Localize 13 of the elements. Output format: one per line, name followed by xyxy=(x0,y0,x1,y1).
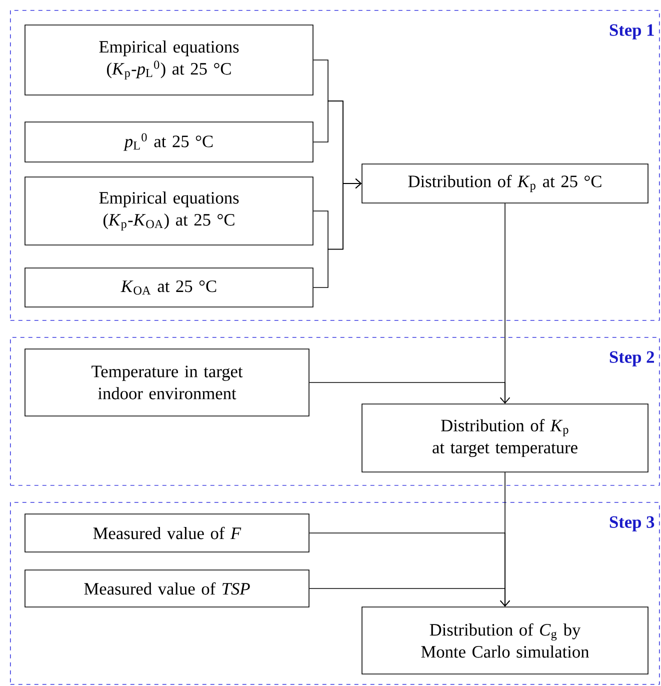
process-box: Measured value of TSP xyxy=(24,570,310,608)
process-box: Empirical equations (K$_{p}$-p$_{L}$$^{0}$) at 25 °C xyxy=(24,24,314,96)
process-box: Temperature in target indoor environment xyxy=(24,348,310,416)
process-box: Distribution of K$_{p}$ at target temperature xyxy=(362,404,648,472)
process-box: Measured value of F xyxy=(24,514,310,552)
process-box: Distribution of K$_{p}$ at 25 °C xyxy=(362,164,648,204)
process-box: Distribution of C$_{g}$ by Monte Carlo simulation xyxy=(362,606,648,674)
process-box: K$_{OA}$ at 25 °C xyxy=(24,268,314,308)
connector-arrow xyxy=(309,382,510,404)
connector-arrow xyxy=(313,178,362,288)
connector-arrow xyxy=(309,588,510,607)
process-box: p$_{L}$$^{0}$ at 25 °C xyxy=(24,122,314,162)
process-box: Empirical equations (K$_{p}$-K$_{OA}$) at 25 °C xyxy=(24,176,314,246)
